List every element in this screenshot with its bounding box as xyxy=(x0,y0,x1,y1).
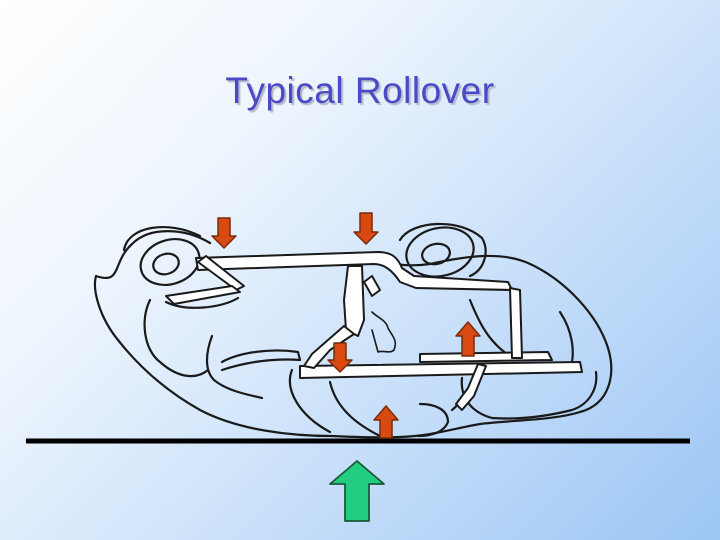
center-force-arrow xyxy=(327,342,353,373)
left-wheel-arch xyxy=(122,225,202,252)
force-arrows xyxy=(211,212,481,439)
cage-center-post xyxy=(343,265,365,337)
cage-right-brace xyxy=(455,363,487,411)
body-outer-contour xyxy=(93,230,613,439)
roof-force-arrow-right xyxy=(353,212,379,245)
cage-diagonal-right xyxy=(363,275,381,297)
center-lower-contour xyxy=(288,368,450,438)
left-inner-panel xyxy=(220,349,302,372)
floor-force-arrow-right xyxy=(455,321,481,357)
right-wheel xyxy=(405,226,475,278)
roof-force-arrow-left xyxy=(211,217,237,249)
cage-lower-bar xyxy=(299,361,583,379)
left-wheel-hub xyxy=(152,252,180,276)
left-cabin-contour xyxy=(143,296,264,400)
cage-lower-bar-2 xyxy=(419,351,553,363)
slide-title: Typical Rollover xyxy=(225,70,495,111)
right-wheel-arch xyxy=(398,222,487,278)
ground-reaction-arrow xyxy=(329,460,385,522)
crushed-area xyxy=(371,311,397,353)
right-wheel-hub xyxy=(421,242,451,266)
cage-right-post xyxy=(509,287,523,359)
floor-force-arrow-bottom xyxy=(373,405,399,439)
cage-lower-diagonal xyxy=(303,325,355,369)
cage-left-arm xyxy=(165,285,241,305)
cage-diagonal-left xyxy=(197,255,245,291)
left-wheel xyxy=(139,238,201,286)
roll-cage xyxy=(165,251,583,411)
